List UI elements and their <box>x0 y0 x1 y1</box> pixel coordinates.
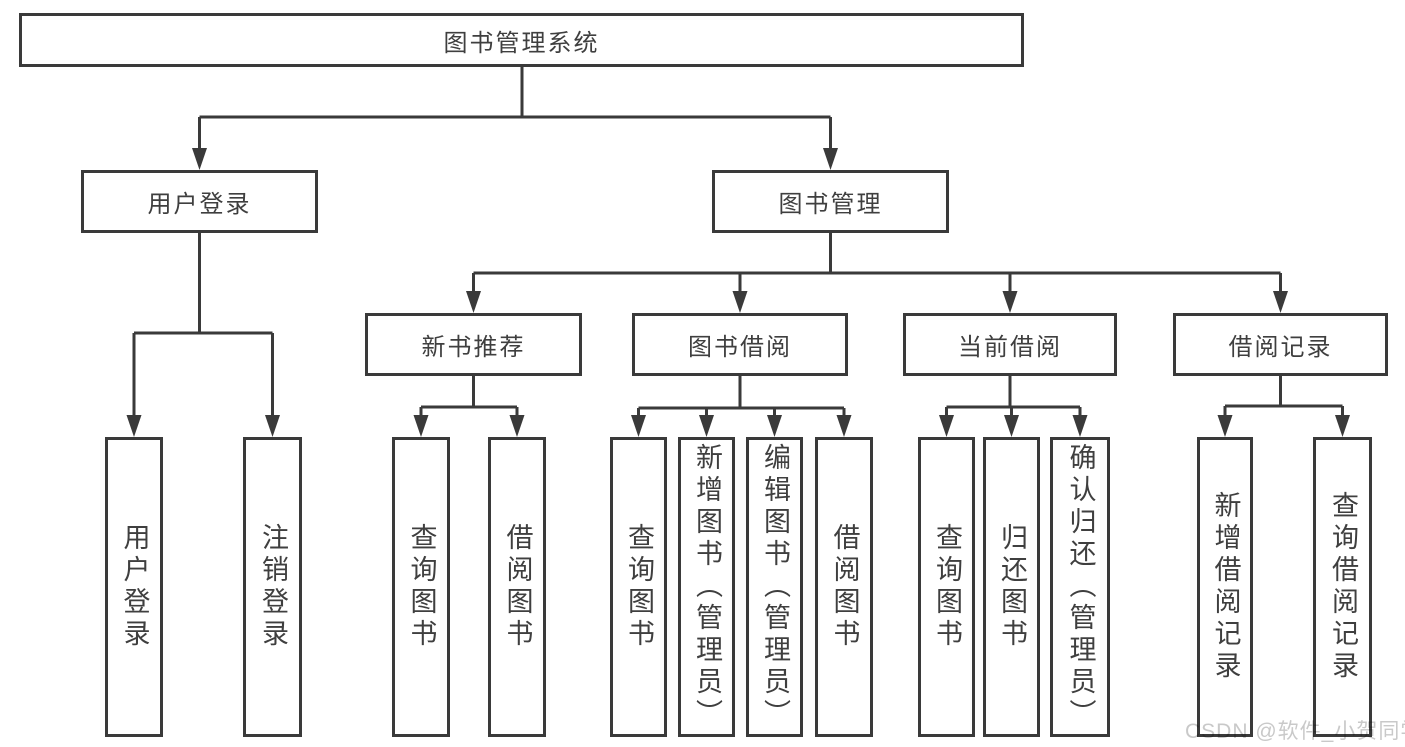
node-label: 编辑图书（管理员） <box>760 443 790 731</box>
leaf-node-borrow-book: 借阅图书 <box>815 437 873 737</box>
leaf-node-user-login: 用户登录 <box>105 437 163 737</box>
node-user-login: 用户登录 <box>81 170 318 233</box>
node-label: 查询图书 <box>406 523 437 651</box>
leaf-node-query-book: 查询图书 <box>918 437 975 737</box>
node-library-management-system: 图书管理系统 <box>19 13 1024 67</box>
leaf-node-logout: 注销登录 <box>243 437 302 737</box>
node-label: 借阅图书 <box>502 523 533 651</box>
node-label: 注销登录 <box>258 523 288 651</box>
node-label: 图书管理 <box>778 191 883 218</box>
node-label: 查询借阅记录 <box>1328 491 1358 683</box>
node-label: 借阅图书 <box>829 523 860 651</box>
node-label: 确认归还（管理员） <box>1065 443 1096 731</box>
leaf-node-confirm-return-admin: 确认归还（管理员） <box>1050 437 1110 737</box>
leaf-node-add-borrow-record: 新增借阅记录 <box>1197 437 1253 737</box>
node-label: 用户登录 <box>119 523 150 651</box>
node-label: 新书推荐 <box>421 334 526 361</box>
node-label: 借阅记录 <box>1228 334 1333 361</box>
node-book-borrow: 图书借阅 <box>632 313 848 376</box>
leaf-node-query-book: 查询图书 <box>610 437 667 737</box>
node-label: 新增借阅记录 <box>1210 491 1241 683</box>
node-current-borrow: 当前借阅 <box>903 313 1117 376</box>
node-borrow-record: 借阅记录 <box>1173 313 1388 376</box>
node-label: 图书借阅 <box>688 334 792 361</box>
node-label: 当前借阅 <box>958 334 1062 361</box>
node-label: 图书管理系统 <box>443 29 600 57</box>
node-new-book-recommend: 新书推荐 <box>365 313 582 376</box>
node-label: 用户登录 <box>147 191 252 218</box>
node-book-management: 图书管理 <box>712 170 949 233</box>
watermark: CSDN @软件_小贺同学 <box>1185 720 1405 743</box>
leaf-node-edit-book-admin: 编辑图书（管理员） <box>746 437 803 737</box>
node-label: 查询图书 <box>932 523 962 651</box>
leaf-node-query-book: 查询图书 <box>392 437 450 737</box>
node-label: 查询图书 <box>624 523 654 651</box>
leaf-node-return-book: 归还图书 <box>983 437 1040 737</box>
leaf-node-add-book-admin: 新增图书（管理员） <box>678 437 735 737</box>
node-label: 新增图书（管理员） <box>692 443 722 731</box>
leaf-node-query-borrow-record: 查询借阅记录 <box>1313 437 1372 737</box>
leaf-node-borrow-book: 借阅图书 <box>488 437 546 737</box>
node-label: 归还图书 <box>997 523 1027 651</box>
